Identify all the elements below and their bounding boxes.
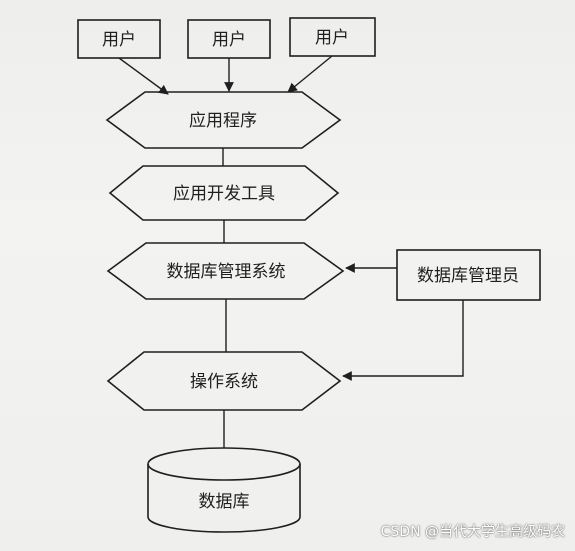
dbms-layer: 数据库管理系统 <box>106 242 345 300</box>
database-cylinder: 数据库 <box>147 447 301 533</box>
arrow-user1-to-application <box>118 57 169 95</box>
dba-label: 数据库管理员 <box>417 266 519 286</box>
os-layer: 操作系统 <box>106 351 342 411</box>
user-box-3-label: 用户 <box>315 28 349 48</box>
watermark: CSDN @当代大学生高级码农 <box>380 524 565 540</box>
user-box-1-label: 用户 <box>102 30 136 50</box>
application-layer: 应用程序 <box>105 91 342 149</box>
arrow-dba-to-os <box>342 300 464 381</box>
database-label: 数据库 <box>199 492 250 512</box>
user-box-3: 用户 <box>289 17 376 57</box>
user-box-2-label: 用户 <box>212 30 246 50</box>
dbms-label: 数据库管理系统 <box>167 262 286 282</box>
os-label: 操作系统 <box>190 372 258 392</box>
arrow-user3-to-application <box>287 55 333 93</box>
user-box-2: 用户 <box>187 19 271 59</box>
user-box-1: 用户 <box>77 19 161 59</box>
dev-tools-label: 应用开发工具 <box>173 184 275 204</box>
dba-box: 数据库管理员 <box>396 249 541 301</box>
dev-tools-layer: 应用开发工具 <box>108 165 340 221</box>
application-label: 应用程序 <box>189 111 257 131</box>
